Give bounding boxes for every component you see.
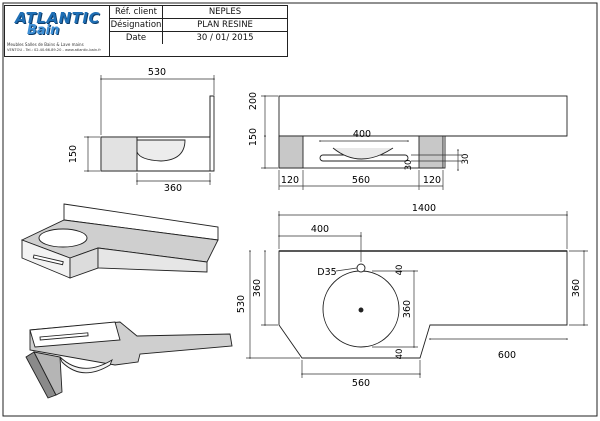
front-view (278, 95, 568, 169)
isometric-top-view (20, 203, 219, 279)
title-row-date: Date 30 / 01/ 2015 (110, 32, 287, 44)
side-view (100, 95, 215, 172)
front-dim-lip-1: 30 (461, 154, 471, 165)
title-value-ref: NEPLES (208, 7, 242, 17)
side-dim-height: 150 (68, 145, 79, 163)
plan-dim-hole: D35 (317, 267, 336, 278)
front-dim-lines (261, 95, 462, 190)
plan-tap-hole (356, 263, 366, 273)
isometric-bottom-view (25, 321, 233, 399)
sheet-border (2, 2, 598, 417)
side-dim-width: 530 (148, 67, 166, 78)
title-block: ATLANTIC Bain Meubles Salles de Bains & … (4, 5, 288, 57)
plan-dim-560: 560 (352, 378, 370, 389)
plan-dim-basin-360: 360 (402, 300, 413, 318)
plan-dim-40-top: 40 (395, 265, 405, 276)
plan-dim-offset: 400 (311, 224, 329, 235)
plan-dim-depth: 530 (236, 295, 247, 313)
title-label-date: Date (110, 32, 163, 44)
plan-dim-600: 600 (498, 350, 516, 361)
front-dim-top-height: 200 (248, 92, 259, 110)
logo-brand: ATLANTIC (15, 9, 100, 27)
iso-bottom-slot (39, 332, 89, 341)
iso-bottom-basin (59, 356, 113, 374)
plan-dim-right-360: 360 (571, 279, 582, 297)
iso-overflow-slot (32, 254, 64, 266)
title-row-ref: Réf. client NEPLES (110, 6, 287, 19)
title-value-designation: PLAN RESINE (197, 20, 253, 30)
plan-dim-left-360: 360 (252, 279, 263, 297)
title-label-designation: Désignation (110, 19, 163, 31)
side-dim-basin: 360 (164, 183, 182, 194)
plan-dim-lines (246, 211, 588, 378)
front-dim-bottom-height: 150 (248, 128, 259, 146)
front-dim-slot: 400 (353, 129, 371, 140)
title-row-designation: Désignation PLAN RESINE (110, 19, 287, 32)
front-dim-right: 120 (423, 175, 441, 186)
front-hatch-left (278, 135, 304, 169)
plan-dim-total: 1400 (412, 203, 436, 214)
front-dim-left: 120 (281, 175, 299, 186)
logo-brand-sub: Bain (27, 23, 60, 38)
company-logo: ATLANTIC Bain Meubles Salles de Bains & … (5, 6, 110, 56)
side-basin-shape (136, 139, 186, 162)
front-hatch-right (418, 135, 444, 169)
plan-dim-40-bottom: 40 (395, 349, 405, 360)
side-dim-lines (84, 75, 215, 185)
plan-view (278, 250, 568, 359)
title-label-ref: Réf. client (110, 6, 163, 18)
front-dim-middle: 560 (352, 175, 370, 186)
title-value-date: 30 / 01/ 2015 (196, 33, 254, 43)
logo-tagline: Meubles Salles de Bains & Lave mains (7, 42, 84, 47)
iso-basin-opening (38, 228, 88, 248)
logo-address: VENTOU - Tel.: 02.40.66.89.20 - www.atla… (7, 48, 102, 52)
front-dim-lip-2: 30 (404, 160, 414, 171)
